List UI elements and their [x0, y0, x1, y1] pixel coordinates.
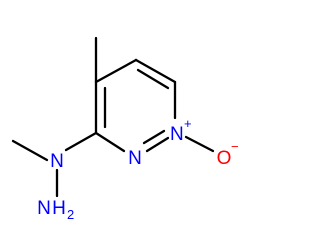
atom-o-charge-label: −	[231, 139, 239, 154]
bond-n2-c3	[94, 131, 126, 153]
atom-nh2-h-label: H	[52, 198, 66, 219]
bond-c5-c6	[134, 58, 177, 84]
atom-n2-label: N	[128, 148, 142, 169]
bond-n1-n2-inner	[142, 129, 166, 145]
molecule-structure-canvas: N + N O − N N H 2	[11, 36, 239, 222]
bond-n1-n2	[145, 136, 170, 153]
bond-c4-c5	[94, 58, 138, 84]
bond-c3-nhydrazine	[64, 131, 98, 152]
molecule-structure: N + N O − N N H 2	[11, 36, 239, 222]
atom-n1-charge-label: +	[184, 116, 192, 131]
bond-n1-o	[184, 135, 215, 153]
atom-n1-label: N	[170, 124, 184, 145]
bond-c5-c6-inner	[136, 68, 170, 90]
atom-nh2-subscript-label: 2	[67, 207, 74, 222]
atom-n-hydrazine-label: N	[50, 151, 64, 172]
atom-o-label: O	[217, 148, 232, 169]
atom-nh2-n-label: N	[37, 198, 51, 219]
bond-nhydrazine-methyl	[11, 139, 49, 162]
